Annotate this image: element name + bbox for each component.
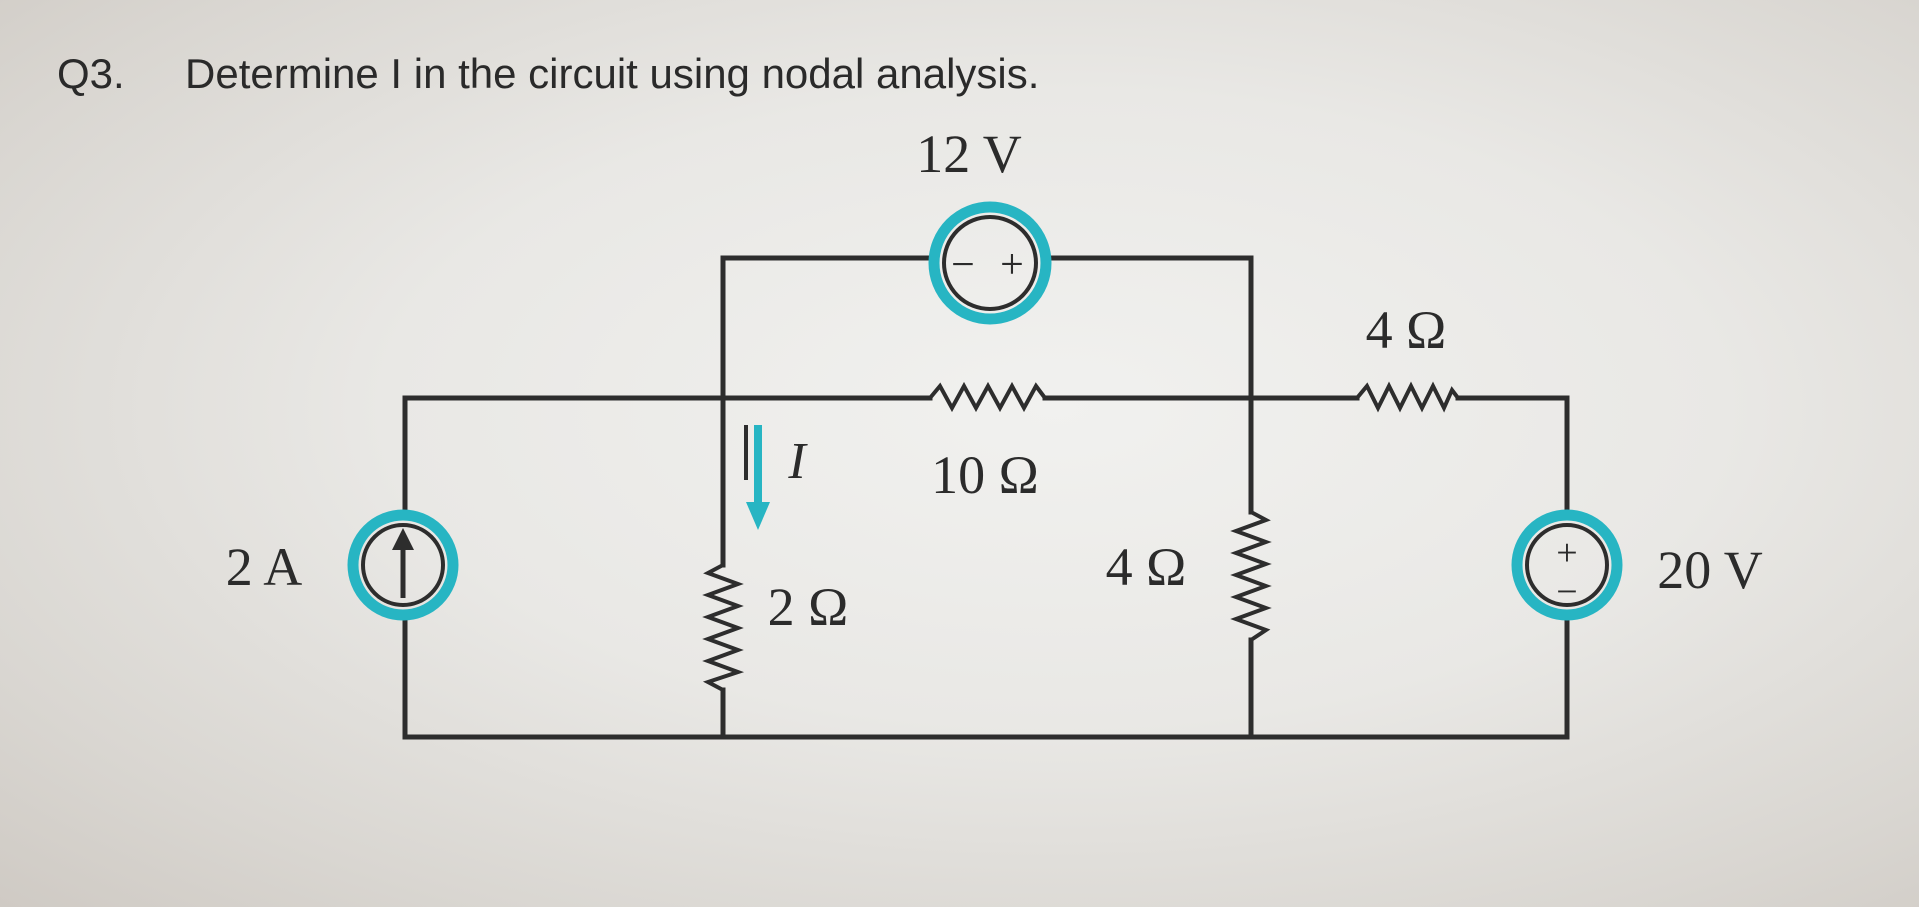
polarity-plus-20v: + (1556, 532, 1577, 574)
voltage-source-20v: + − (1511, 509, 1623, 621)
label-10ohm: 10 Ω (931, 445, 1039, 505)
arrow-down-icon (746, 502, 770, 530)
wire-top-loop-right (1047, 255, 1254, 401)
resistor-10ohm (928, 381, 1047, 413)
current-source-2a (347, 509, 459, 621)
label-4ohm-vertical: 4 Ω (1106, 537, 1187, 597)
label-2ohm: 2 Ω (768, 577, 849, 637)
label-2a: 2 A (226, 537, 303, 597)
wire-top-loop-left (720, 255, 933, 401)
arrow-up-icon (392, 528, 414, 550)
current-arrow-i (744, 425, 770, 530)
label-4ohm-top: 4 Ω (1366, 300, 1447, 360)
label-12v: 12 V (916, 124, 1022, 184)
resistor-2ohm (702, 563, 745, 692)
question-number: Q3. (57, 50, 125, 97)
voltage-source-12v: − + (928, 201, 1052, 325)
resistor-4ohm-vertical (1230, 510, 1272, 642)
polarity-minus-20v: − (1556, 571, 1577, 613)
resistor-4ohm-top (1355, 381, 1460, 413)
label-20v: 20 V (1657, 540, 1763, 600)
polarity-minus-12v: − (951, 242, 975, 288)
label-current-i: I (787, 433, 808, 490)
polarity-plus-12v: + (1000, 242, 1024, 288)
question-text: Determine I in the circuit using nodal a… (185, 50, 1040, 97)
